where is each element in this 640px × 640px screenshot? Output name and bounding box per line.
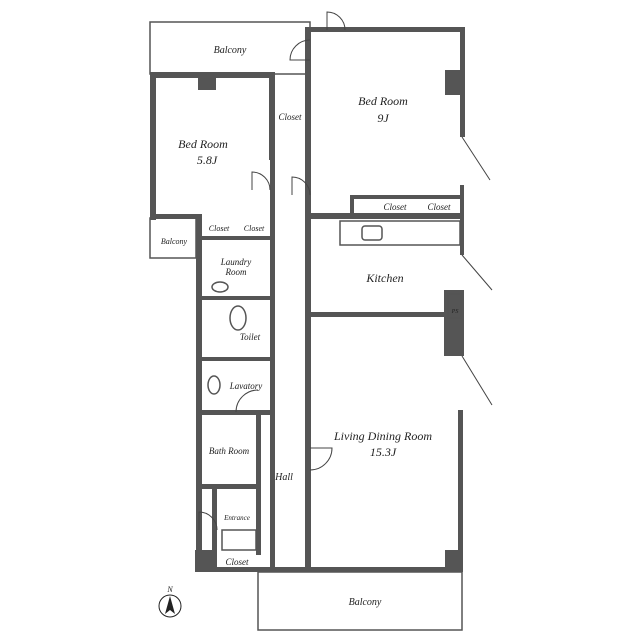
label-entrance: Entrance <box>223 514 250 522</box>
sink <box>361 225 383 241</box>
label-laundry: Laundry <box>220 257 252 267</box>
wash-basin <box>207 375 221 395</box>
label-living-size: 15.3J <box>370 445 397 459</box>
north-arrow-icon: N <box>158 585 182 618</box>
label-bath: Bath Room <box>209 446 250 456</box>
kitchen-counter <box>339 220 461 246</box>
compass-label: N <box>166 585 173 594</box>
label-laundry-room: Room <box>225 267 247 277</box>
label-kitchen: Kitchen <box>365 271 403 285</box>
label-bedroom-left-size: 5.8J <box>197 153 218 167</box>
washing-machine <box>211 281 229 293</box>
label-closet-entrance: Closet <box>225 557 249 567</box>
doors <box>198 11 493 531</box>
label-closet-l2: Closet <box>244 224 265 233</box>
label-balcony-top: Balcony <box>214 45 247 56</box>
label-closet-hall: Closet <box>278 112 302 122</box>
label-bedroom-left: Bed Room <box>178 137 228 151</box>
shoe-closet <box>221 529 257 551</box>
label-ps: PS <box>451 309 459 315</box>
label-bedroom-right: Bed Room <box>358 94 408 108</box>
label-closet-r2: Closet <box>427 202 451 212</box>
label-hall: Hall <box>274 472 293 483</box>
label-balcony-bottom: Balcony <box>349 597 382 608</box>
label-balcony-small: Balcony <box>161 237 188 246</box>
label-toilet: Toilet <box>240 332 261 342</box>
ps-box <box>447 293 462 319</box>
label-lavatory: Lavatory <box>229 381 263 391</box>
label-closet-r1: Closet <box>383 202 407 212</box>
label-living: Living Dining Room <box>333 429 432 443</box>
label-bedroom-right-size: 9J <box>377 111 389 125</box>
walls <box>150 27 465 572</box>
toilet-bowl <box>229 305 247 331</box>
label-closet-l1: Closet <box>209 224 230 233</box>
